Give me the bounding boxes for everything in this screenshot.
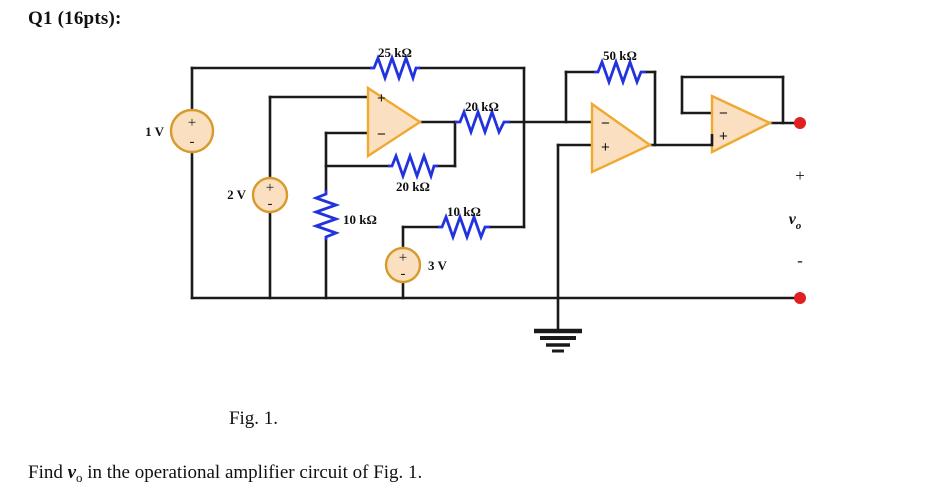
resistor-symbols xyxy=(311,53,646,242)
circuit-diagram: + - 1 V + - 2 V + - 3 V + − − + xyxy=(145,45,806,353)
opamp2-body xyxy=(590,101,653,174)
question-variable: v xyxy=(67,462,77,483)
r10k-shunt-zigzag xyxy=(311,190,341,240)
source-2v-plus: + xyxy=(266,180,274,196)
r25k-label: 25 kΩ xyxy=(378,45,412,60)
page-title: Q1 (16pts): xyxy=(28,8,122,29)
question-variable-subscript: o xyxy=(76,469,83,485)
opamp3-inverting-sign: − xyxy=(719,105,728,122)
ground-symbol xyxy=(534,328,582,353)
opamp1-body xyxy=(366,85,423,159)
source-1v-plus: + xyxy=(188,115,196,131)
voltage-source-1v: + - 1 V xyxy=(145,108,215,154)
question-text: Find vo in the operational amplifier cir… xyxy=(28,462,423,485)
source-3v-minus: - xyxy=(401,266,406,282)
r20k-feedback-zigzag xyxy=(388,151,438,181)
opamp2-noninverting-sign: + xyxy=(601,139,610,156)
source-1v-label: 1 V xyxy=(145,124,165,139)
output-terminal-negative xyxy=(794,292,806,304)
r20k-feedback-label: 20 kΩ xyxy=(396,179,430,194)
r10k-series-zigzag xyxy=(438,212,490,242)
opamp2: − + xyxy=(590,101,653,174)
r20k-series-zigzag xyxy=(455,107,510,137)
figure-caption: Fig. 1. xyxy=(0,408,937,430)
r25k-zigzag xyxy=(370,53,420,83)
figure-caption-text: Fig. 1. xyxy=(228,408,279,429)
opamp3-noninv-lead xyxy=(710,134,714,147)
source-2v-body xyxy=(251,176,289,214)
output-minus-sign: - xyxy=(797,251,803,270)
r20k-series-label: 20 kΩ xyxy=(465,99,499,114)
source-1v-body xyxy=(169,108,215,154)
voltage-source-2v: + - 2 V xyxy=(227,176,289,214)
output-voltage-label: vo xyxy=(789,211,802,232)
r50k-label: 50 kΩ xyxy=(603,48,637,63)
source-3v-label: 3 V xyxy=(428,258,448,273)
output-voltage-var: v xyxy=(789,211,797,228)
opamp1-inverting-sign: − xyxy=(377,126,386,143)
opamp2-inverting-sign: − xyxy=(601,115,610,132)
output-voltage-sub: o xyxy=(796,220,802,232)
source-2v-label: 2 V xyxy=(227,187,247,202)
source-2v-minus: - xyxy=(268,196,273,212)
output-plus-sign: + xyxy=(795,166,805,185)
opamp3: − + xyxy=(710,94,773,154)
r10k-series-label: 10 kΩ xyxy=(447,204,481,219)
voltage-source-3v: + - 3 V xyxy=(384,246,448,284)
question-prefix: Find xyxy=(28,462,68,483)
opamp3-noninverting-sign: + xyxy=(719,128,728,145)
source-3v-plus: + xyxy=(399,250,407,266)
source-3v-body xyxy=(384,246,422,284)
r10k-shunt-label: 10 kΩ xyxy=(343,212,377,227)
opamp1: + − xyxy=(366,85,423,159)
opamp3-body xyxy=(710,94,773,154)
circuit-wires xyxy=(190,66,802,332)
r50k-zigzag xyxy=(594,57,646,87)
source-1v-minus: - xyxy=(190,134,195,150)
output-terminal-positive xyxy=(794,117,806,129)
question-suffix: in the operational amplifier circuit of … xyxy=(82,462,423,483)
opamp1-noninverting-sign: + xyxy=(377,90,386,107)
